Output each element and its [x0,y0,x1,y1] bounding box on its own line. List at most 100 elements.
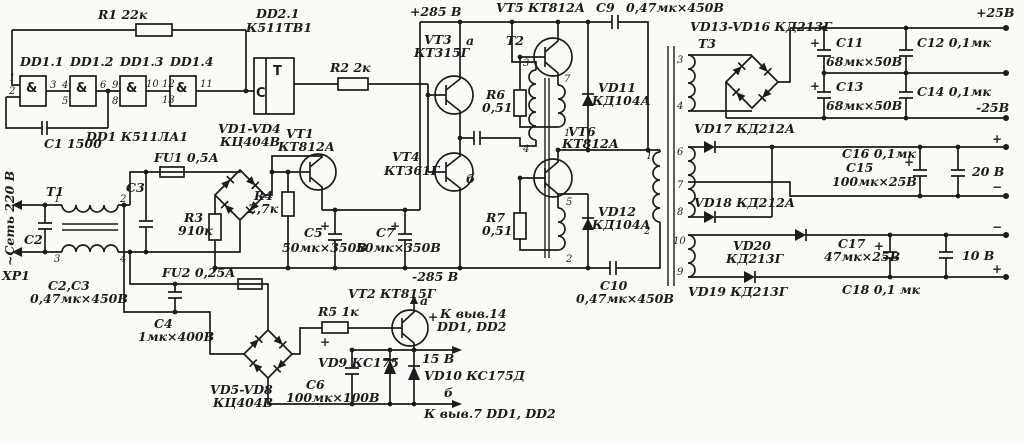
label-vd11: VD11 [598,80,636,95]
pin-t3-4: 4 [676,101,683,112]
label-c11-val: 68мк×50В [826,54,902,69]
pin-dd1-12: 12 [162,79,175,90]
resistor-r3 [208,213,222,241]
bridge-vd5-vd8 [242,328,294,380]
label-dd21: DD2.1 [255,6,299,21]
label-dd13: DD1.3 [119,54,164,69]
label-vd18: VD18 КД212А [694,195,795,210]
label-c4-val: 1мк×400В [138,329,214,344]
pin-dd1-10: 10 [146,79,159,90]
and-symbol-dd12: & [76,81,87,96]
label-r2: R2 2к [329,60,371,75]
gate-dd1-2 [69,75,97,107]
resistor-r1 [135,23,173,37]
label-out-20: 20 В [971,164,1004,179]
resistor-r6 [513,89,527,117]
label-r6-val: 0,51 [482,100,512,115]
and-symbol-dd14: & [176,81,187,96]
zener-vd10 [408,365,420,380]
plus-20v-terminal: + [992,132,1002,146]
pin-dd1-4: 4 [61,80,68,91]
fuse-fu1 [159,166,185,178]
label-c4: C4 [154,316,173,331]
label-point-b2: б [444,385,453,400]
label-c2: C2 [24,232,43,247]
label-vd9: VD9 КС175 [318,355,399,370]
label-vd17: VD17 КД212А [694,121,795,136]
label-dd21-type: К511ТВ1 [245,20,312,35]
label-vd20: VD20 [733,238,771,253]
label-vt6: VT6 [568,124,596,139]
label-c13: C13 [836,79,864,94]
label-c5: C5 [304,225,323,240]
label-t2: T2 [506,33,524,48]
label-point-a2: а [420,293,428,308]
pin-dd1-11: 11 [200,79,213,90]
label-vd11-type: КД104А [591,93,651,108]
gate-dd1-3 [119,75,147,107]
label-c10: C10 [600,278,628,293]
label-vt6-type: КТ812А [561,136,619,151]
pin-t2-4: 4 [522,144,529,155]
label-vd12: VD12 [598,204,636,219]
pin-t3-10: 10 [673,236,686,247]
transformer-t3 [652,46,696,286]
label-r1: R1 22к [97,7,148,22]
label-dd1: DD1 К511ЛА1 [85,129,188,144]
plug-xp1 [12,200,22,257]
plus-c17: + [874,239,884,253]
label-dd14: DD1.4 [169,54,213,69]
label-t3: T3 [698,36,716,51]
resistor-r7 [513,212,527,240]
label-vd13-16: VD13-VD16 КД213Г [690,19,833,34]
label-c11: C11 [836,35,863,50]
capacitor-plates [38,15,965,375]
pin-t1-1: 1 [54,194,60,205]
label-c15: C15 [846,160,873,175]
c-cell-label: C [256,86,266,101]
label-r3: R3 [183,210,203,225]
pin-dd1-8: 8 [112,96,118,107]
label-dd11: DD1.1 [19,54,63,69]
label-c12: C12 0,1мк [917,35,991,50]
pin-dd1-1: 1 [9,73,15,84]
label-r6: R6 [485,87,505,102]
transistor-vt4 [434,152,474,192]
t-cell-label: T [273,64,282,79]
zener-vd9 [384,359,396,374]
pin-t2-5: 5 [566,197,572,208]
label-c13-val: 68мк×50В [826,98,902,113]
label-mains: ~Сеть 220 В [2,171,17,266]
resistor-r4 [281,191,295,217]
pin-dd1-9: 9 [112,80,119,91]
component-labels: R1 22к DD2.1 К511ТВ1 +285 В VT5 КТ812А C… [1,0,1014,421]
label-c2c3-val: 0,47мк×450В [30,291,128,306]
label-fu2: FU2 0,25А [161,265,235,280]
wires-secondary-outputs [688,27,1006,278]
resistor-r5 [321,321,349,334]
pin-t1-4: 4 [119,254,126,265]
label-c10-val: 0,47мк×450В [576,291,674,306]
label-out-p25: +25В [976,5,1014,20]
diode-vd18 [704,211,716,223]
label-vt2: VT2 КТ815Г [348,286,437,301]
gate-dd1-4 [169,75,197,107]
label-r4-val: 2,7к [247,201,279,216]
transformer-t1 [61,204,119,253]
pin-t3-6: 6 [677,147,684,158]
pin-t1-2: 2 [119,194,126,205]
label-c2c3: C2,C3 [48,278,90,293]
junction-dots [42,19,961,407]
diode-vd12 [582,217,594,230]
pin-t3-1: 1 [646,151,652,162]
label-vd10: VD10 КС175Д [424,368,526,383]
label-vd20-type: КД213Г [725,251,785,266]
wires-driver [420,21,649,268]
arrow-point-a [410,295,418,304]
transistor-vt5 [533,37,573,77]
output-terminals [1003,25,1009,280]
label-c6-val: 100мк×100В [286,390,380,405]
output-arrow-common [452,400,462,408]
label-point-a1: а [466,33,474,48]
flipflop-dd2-1 [253,57,295,115]
